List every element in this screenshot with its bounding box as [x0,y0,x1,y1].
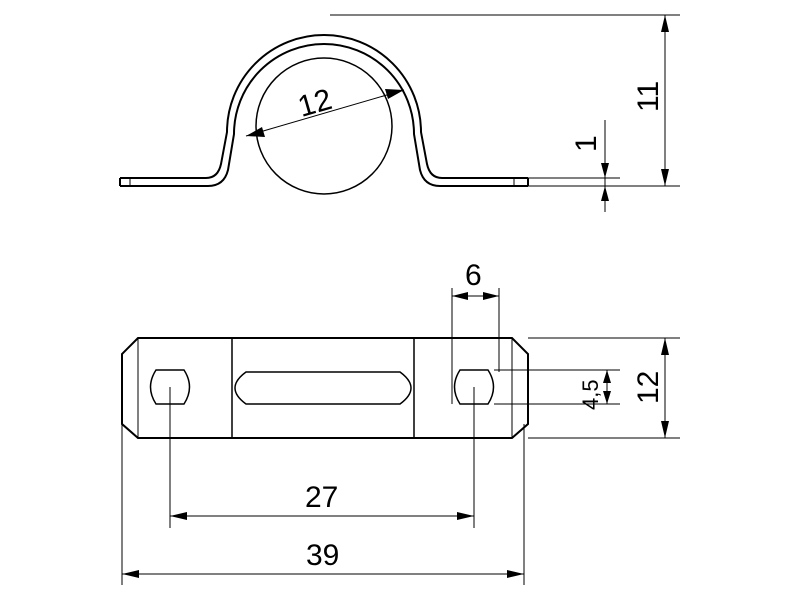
center-slot [234,371,412,405]
pipe-circle [255,57,393,195]
thickness-arrow-bottom [601,186,609,201]
height-arrow-bottom [661,169,669,186]
thickness-label: 1 [570,135,603,152]
slot-width-arrow-right [483,292,499,300]
slot-height-arrow-bottom [603,391,611,404]
thickness-arrow-top [601,163,609,178]
diameter-dimension-line [245,89,405,137]
hole-spacing-arrow-left [170,512,187,520]
slot-width-arrow-left [452,292,468,300]
plate-width-arrow-bottom [661,421,669,438]
plate-width-arrow-top [661,338,669,355]
diameter-label: 12 [294,83,335,124]
diameter-arrow-right [385,89,404,99]
plan-view: 6 4,5 12 27 39 [121,259,680,585]
height-arrow-top [661,15,669,32]
plate-outline [121,337,529,439]
diameter-arrow-left [246,127,265,137]
clamp-profile-outer [120,43,528,187]
slot-height-label: 4,5 [578,379,603,410]
hole-spacing-arrow-right [457,512,474,520]
hole-spacing-label: 27 [305,481,338,514]
overall-length-label: 39 [306,539,339,572]
hole-left [149,369,191,405]
hole-right [453,369,495,405]
height-label: 11 [632,81,665,112]
side-view: 12 11 1 [119,14,680,212]
plate-width-label: 12 [632,371,665,404]
overall-length-arrow-right [507,570,524,578]
overall-length-arrow-left [122,570,139,578]
slot-height-arrow-top [603,370,611,383]
clamp-profile-inner [120,34,528,179]
slot-width-label: 6 [465,259,482,292]
